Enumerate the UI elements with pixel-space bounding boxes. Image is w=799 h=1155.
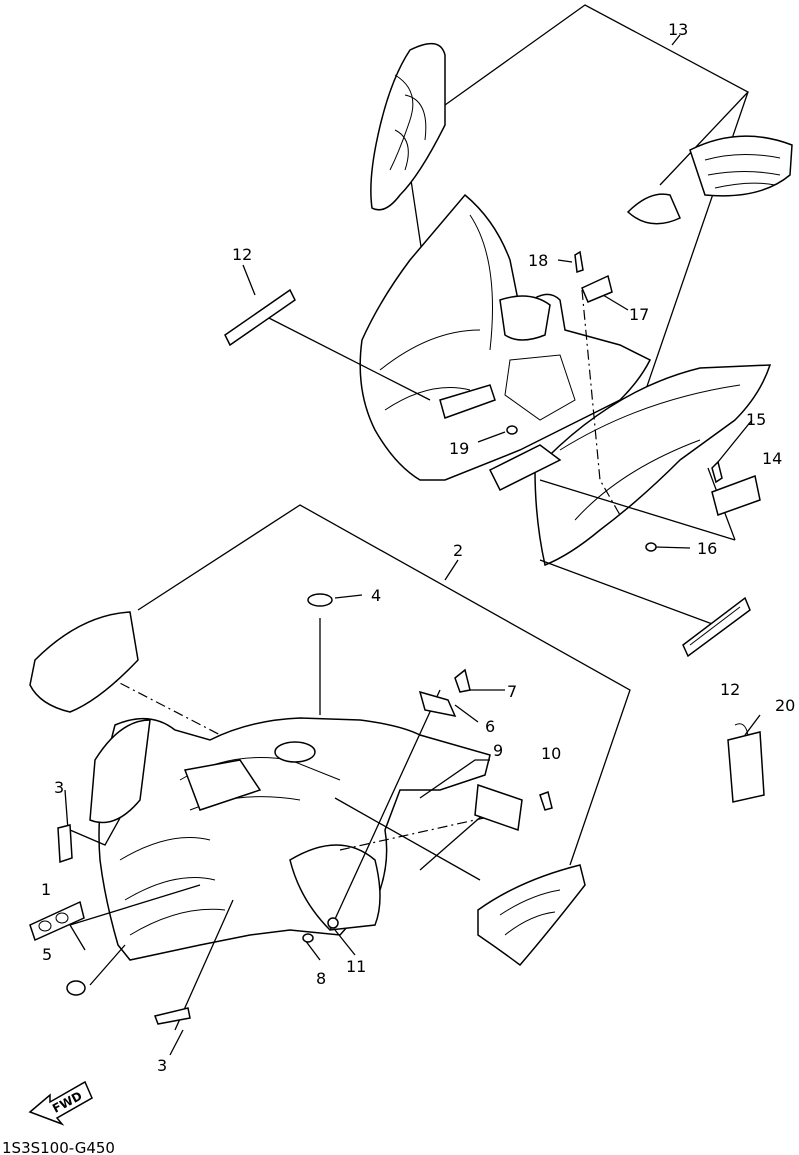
callout-2: 2 — [453, 541, 463, 560]
label-3-upper — [57, 824, 73, 864]
fwd-arrow-badge: FWD — [28, 1080, 93, 1126]
callout-11: 11 — [346, 957, 366, 976]
callout-3-lower: 3 — [157, 1056, 167, 1075]
cap-4 — [307, 593, 333, 607]
leader-12b — [539, 559, 716, 626]
leader-13 — [671, 34, 681, 46]
leader-4 — [334, 594, 363, 599]
callout-9: 9 — [493, 741, 503, 760]
callout-7: 7 — [507, 682, 517, 701]
emblem-12-left — [224, 288, 296, 347]
front-lower-bracket — [488, 444, 562, 492]
plate-9 — [474, 783, 523, 832]
leader-16 — [654, 546, 691, 549]
callout-6: 6 — [485, 717, 495, 736]
leader-19 — [477, 431, 506, 443]
leader-2 — [444, 559, 459, 581]
rear-graphic-decal-right — [477, 864, 586, 967]
callout-4: 4 — [371, 586, 381, 605]
callout-12-left: 12 — [232, 245, 252, 264]
leader-8 — [304, 939, 321, 961]
rear-graphic-decal-side — [89, 719, 151, 824]
leader-13-bracket — [444, 4, 750, 186]
leader-12a — [262, 314, 431, 401]
leader-9 — [419, 759, 490, 799]
plate-17 — [581, 274, 613, 303]
nut-19 — [506, 425, 518, 435]
leader-15 — [717, 419, 753, 463]
rear-small-parts — [29, 593, 765, 1025]
cap-5 — [66, 980, 86, 996]
leader-18 — [557, 259, 573, 263]
leader-7-long — [329, 689, 441, 931]
callout-10: 10 — [541, 744, 561, 763]
front-side-panel-contours — [559, 384, 741, 521]
callout-18: 18 — [528, 251, 548, 270]
screw-7 — [454, 668, 471, 693]
rear-fender-tail-housing — [183, 759, 262, 811]
front-fender-reflector — [439, 384, 496, 419]
callout-16: 16 — [697, 539, 717, 558]
plate-6 — [418, 690, 457, 718]
front-small-parts — [224, 250, 761, 658]
leader-20 — [744, 714, 761, 736]
leader-11 — [334, 929, 356, 956]
callout-5: 5 — [42, 945, 52, 964]
decal-flame-pattern-right — [704, 153, 781, 189]
leader-9-bracket — [334, 797, 481, 881]
rear-fender-cap-recess — [274, 741, 316, 763]
front-graphic-decal-right — [689, 135, 793, 197]
leader-16-bracket — [539, 479, 736, 541]
nut-11 — [327, 917, 339, 929]
fwd-arrow-icon — [28, 1080, 93, 1126]
rear-fender-mudflap — [289, 844, 381, 931]
emblem-12-right-text — [689, 606, 741, 646]
rear-fender-contours — [119, 757, 341, 936]
tag-20 — [727, 731, 765, 803]
callouts: 1 2 3 3 4 5 6 7 8 9 10 11 12 12 13 14 15… — [41, 20, 795, 1075]
leader-6 — [454, 704, 479, 723]
leader-3b-callout — [169, 1029, 184, 1056]
callout-17: 17 — [629, 305, 649, 324]
leader-3a-bracket — [69, 817, 121, 846]
leader-2-bracket — [137, 504, 631, 866]
drawing-code: 1S3S100-G450 — [2, 1139, 115, 1155]
emblem-12-right — [682, 596, 751, 658]
front-fender-contours — [379, 214, 493, 411]
plate-14 — [711, 474, 761, 516]
screw-18 — [574, 250, 584, 274]
screw-10 — [539, 791, 553, 811]
front-fender-scoop — [499, 295, 551, 341]
leader-5 — [89, 944, 126, 986]
callout-20: 20 — [775, 696, 795, 715]
callout-8: 8 — [316, 969, 326, 988]
screw-15 — [711, 460, 723, 484]
reflector-1-dot-a — [38, 920, 52, 932]
leader-3a — [64, 789, 69, 831]
leader-12a-callout — [242, 264, 256, 296]
decal-flame-pattern — [389, 74, 427, 171]
callout-12-right: 12 — [720, 680, 740, 699]
callout-3-upper: 3 — [54, 778, 64, 797]
callout-1: 1 — [41, 880, 51, 899]
rear-graphic-decal-left — [29, 611, 139, 713]
callout-19: 19 — [449, 439, 469, 458]
front-fender-assembly — [242, 4, 793, 626]
rear-fender-assembly — [29, 504, 631, 1056]
leader-17 — [602, 294, 629, 311]
nut-8 — [302, 933, 314, 943]
callout-13: 13 — [668, 20, 688, 39]
reflector-1-dot-b — [55, 912, 69, 924]
front-graphic-decal-tip — [626, 193, 681, 225]
label-3-lower — [154, 1007, 191, 1025]
callout-14: 14 — [762, 449, 782, 468]
front-fender-inner-bracket — [504, 354, 576, 421]
leader-18-dashed — [581, 289, 621, 516]
rear-decal-flame — [499, 889, 561, 936]
nut-16 — [645, 542, 657, 552]
front-side-panel — [534, 364, 772, 567]
callout-15: 15 — [746, 410, 766, 429]
